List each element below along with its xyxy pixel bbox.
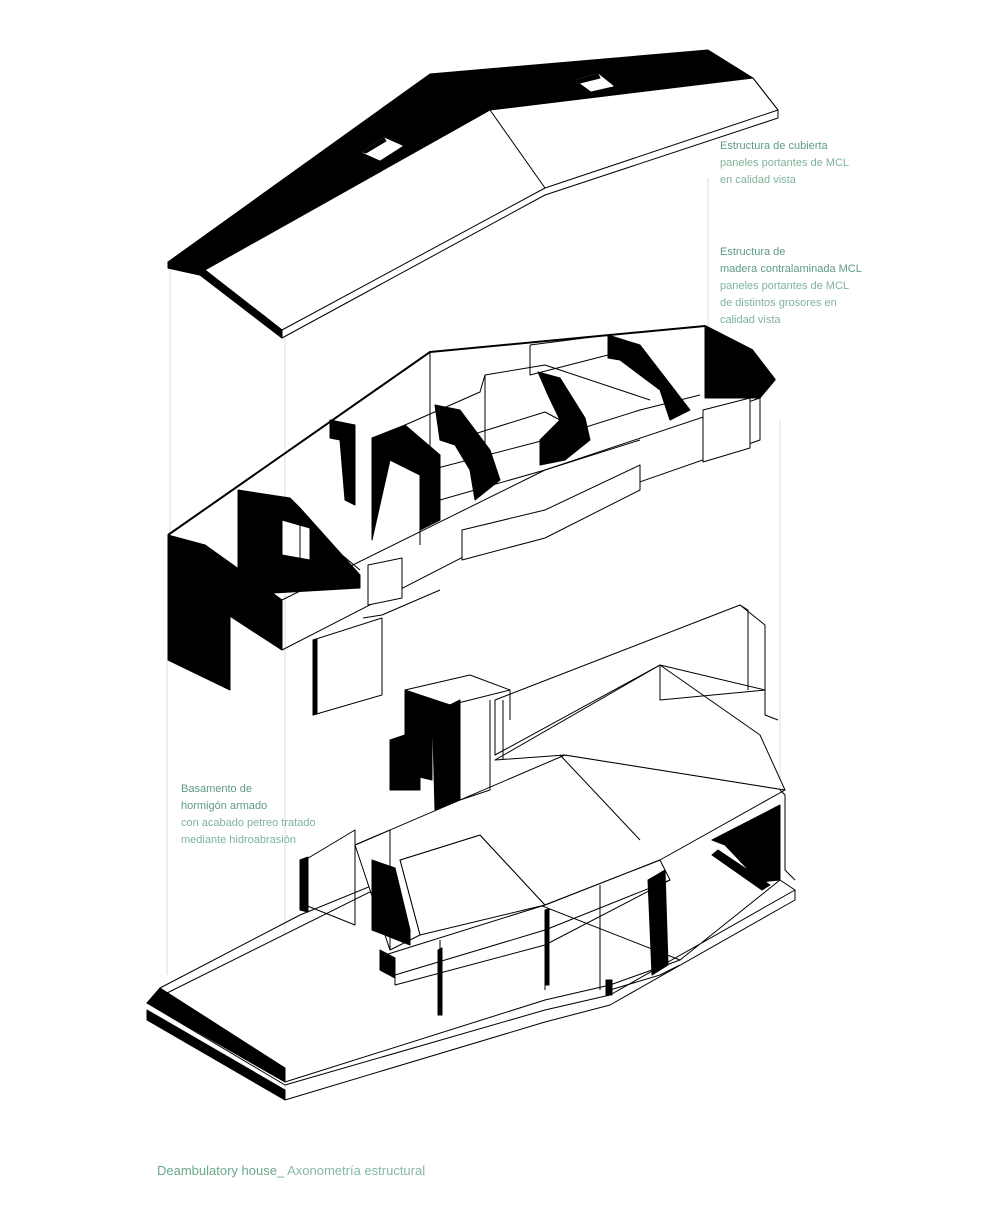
clt-label-line: calidad vista	[720, 314, 781, 326]
clt-label-title: Estructura de	[720, 246, 786, 258]
roof-label-line: en calidad vista	[720, 174, 796, 186]
base-label-title: Basamento de	[181, 783, 252, 795]
caption-main: Deambulatory house_	[157, 1163, 285, 1178]
roof-label: Estructura de cubierta paneles portantes…	[720, 138, 849, 189]
figure-caption: Deambulatory house_ Axonometría estructu…	[157, 1163, 425, 1178]
base-label-line: con acabado petreo tratado	[181, 817, 316, 829]
roof-structure	[167, 49, 779, 339]
base-label-title: hormigón armado	[181, 800, 268, 812]
concrete-base	[146, 604, 796, 1101]
roof-label-title: Estructura de cubierta	[720, 140, 828, 152]
guide-lines	[166, 178, 781, 1095]
caption-sub: Axonometría estructural	[284, 1163, 426, 1178]
roof-label-line: paneles portantes de MCL	[720, 157, 850, 169]
gable-wall-left	[167, 534, 283, 691]
base-label: Basamento de hormigón armado con acabado…	[181, 781, 316, 849]
clt-label-line: de distintos grosores en	[720, 297, 837, 309]
clt-structure	[167, 325, 776, 716]
base-label-line: mediante hidroabrasión	[181, 834, 296, 846]
clt-label-title: madera contralaminada MCL	[720, 263, 862, 275]
clt-label: Estructura de madera contralaminada MCL …	[720, 244, 862, 329]
clt-label-line: paneles portantes de MCL	[720, 280, 850, 292]
